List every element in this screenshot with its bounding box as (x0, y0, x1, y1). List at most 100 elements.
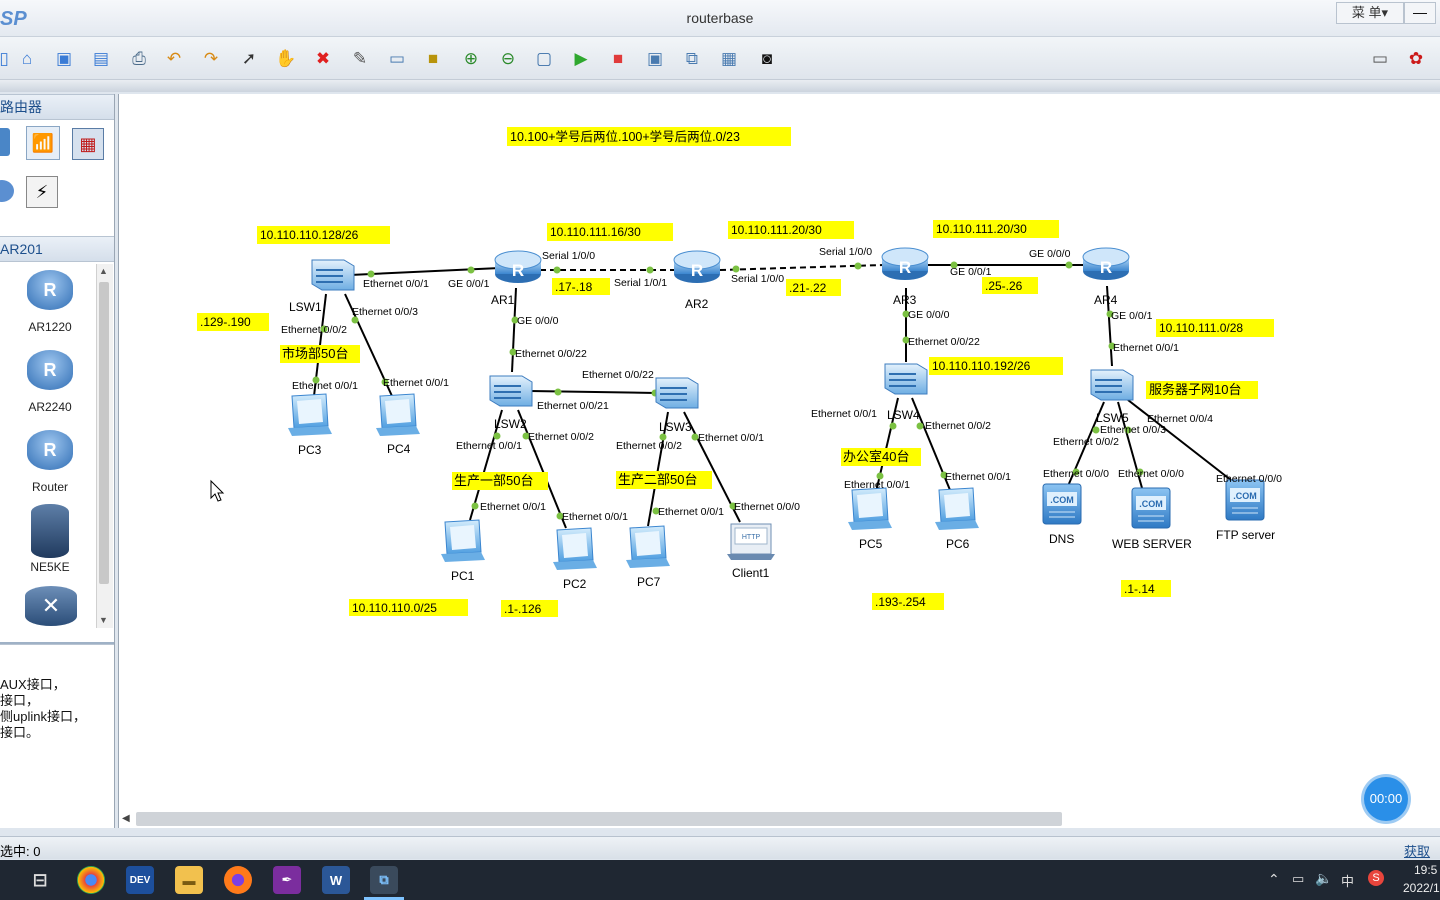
recording-timer[interactable]: 00:00 (1364, 777, 1408, 821)
link-lsw5-ftp[interactable] (1127, 399, 1237, 485)
scroll-left-icon[interactable]: ◀ (122, 813, 130, 824)
text-note-icon[interactable]: ▭ (388, 48, 406, 68)
link-ar1-lsw2[interactable] (511, 287, 517, 373)
capture-icon[interactable]: ▣ (646, 48, 664, 68)
link-lsw3-pc7[interactable] (647, 411, 669, 527)
tray-expand-icon[interactable]: ⌃ (1268, 871, 1280, 887)
sogou-icon[interactable]: S (1368, 870, 1384, 886)
main-network-note[interactable]: 10.100+学号后两位.100+学号后两位.0/23 (510, 129, 740, 144)
lsw4-dept-note[interactable]: 办公室40台 (843, 449, 909, 464)
pc7-icon[interactable] (625, 525, 671, 569)
lsw23-subnet-note[interactable]: 10.110.110.0/25 (352, 601, 437, 615)
cx-device-icon[interactable]: ✕ (25, 586, 77, 626)
file-explorer-icon[interactable]: ▬ (175, 866, 203, 894)
save-icon[interactable]: ▣ (55, 48, 73, 68)
terminal-icon[interactable]: ◙ (761, 48, 773, 68)
dns-server-icon[interactable] (1042, 483, 1082, 525)
ar3-router-icon[interactable] (881, 247, 929, 281)
scroll-up-icon[interactable]: ▲ (99, 266, 108, 276)
ar3-ar4-subnet-note[interactable]: 10.110.111.20/30 (936, 222, 1027, 236)
task-view-icon[interactable]: ⊟ (32, 869, 48, 890)
router-device-icon[interactable]: R (27, 430, 73, 470)
devcpp-icon[interactable]: DEV (126, 866, 154, 894)
clock-date[interactable]: 2022/1 (1403, 881, 1440, 895)
link-ar2-ar3-serial[interactable] (719, 264, 885, 271)
ensp-taskbar-icon[interactable]: ⧉ (370, 866, 398, 894)
lsw4-range-note[interactable]: .193-.254 (875, 595, 926, 609)
fit-icon[interactable]: ▢ (535, 48, 553, 68)
lsw1-dept-note[interactable]: 市场部50台 (282, 346, 348, 361)
new-icon[interactable]: ▯ (0, 48, 9, 68)
zoom-in-icon[interactable]: ⊕ (463, 48, 479, 68)
minimize-button[interactable]: — (1404, 2, 1436, 24)
ar1220-device-icon[interactable]: R (27, 270, 73, 310)
link-lsw1-ar1[interactable] (349, 267, 501, 276)
router-type-icon[interactable] (0, 128, 10, 156)
lsw2-switch-icon[interactable] (489, 375, 533, 407)
lsw23-range-note[interactable]: .1-.126 (504, 602, 542, 616)
clock-time[interactable]: 19:5 (1414, 863, 1438, 877)
wireless-ap-icon[interactable]: 📶 (26, 126, 60, 160)
ar1-ar2-subnet-note[interactable]: 10.110.111.16/30 (550, 225, 641, 239)
ftp-server-icon[interactable] (1225, 479, 1265, 521)
topology-canvas[interactable] (118, 94, 1440, 828)
lsw3-dept-note[interactable]: 生产二部50台 (618, 472, 697, 487)
pc6-icon[interactable] (934, 487, 980, 531)
panel-category-header[interactable]: 路由器 (0, 94, 114, 120)
select-pointer-icon[interactable]: ➚ (241, 48, 257, 68)
menu-button[interactable]: 菜 单▾ (1336, 2, 1404, 24)
volume-icon[interactable]: 🔈 (1315, 870, 1333, 886)
start-device-icon[interactable]: ▶ (574, 48, 588, 68)
delete-link-icon[interactable]: ✎ (352, 48, 368, 68)
lsw5-dept-note[interactable]: 服务器子网10台 (1149, 382, 1241, 397)
ar1-ar2-range-note[interactable]: .17-.18 (555, 280, 593, 294)
zoom-out-icon[interactable]: ⊖ (500, 48, 516, 68)
auto-link-icon[interactable]: ⚡ (26, 176, 58, 208)
undo-icon[interactable]: ↶ (166, 48, 182, 68)
link-lsw2-pc1[interactable] (469, 409, 503, 521)
scroll-down-icon[interactable]: ▼ (99, 615, 108, 625)
web-server-icon[interactable] (1131, 487, 1171, 529)
firewall-icon[interactable]: ▦ (72, 128, 104, 160)
ar2-router-icon[interactable] (673, 250, 721, 284)
lsw2-dept-note[interactable]: 生产一部50台 (454, 473, 533, 488)
panel-scroll-thumb[interactable] (99, 282, 109, 584)
pen-app-icon[interactable]: ✒ (273, 866, 301, 894)
grid-icon[interactable]: ▦ (720, 48, 738, 68)
ne5ke-device-icon[interactable] (31, 504, 69, 558)
word-icon[interactable]: W (322, 866, 350, 894)
huawei-logo-icon[interactable]: ✿ (1408, 48, 1424, 68)
print-icon[interactable]: ⎙ (132, 48, 146, 68)
delete-icon[interactable]: ✖ (315, 48, 331, 68)
stop-device-icon[interactable]: ■ (612, 48, 624, 68)
pc1-icon[interactable] (440, 519, 486, 563)
pc4-icon[interactable] (375, 393, 421, 437)
firefox-icon[interactable] (224, 866, 252, 894)
hand-pan-icon[interactable]: ✋ (275, 48, 297, 68)
ar3-ar4-range-note[interactable]: .25-.26 (985, 279, 1023, 293)
chat-icon[interactable]: ▭ (1371, 48, 1389, 68)
ar2-ar3-subnet-note[interactable]: 10.110.111.20/30 (731, 223, 822, 237)
open-icon[interactable]: ⌂ (21, 48, 33, 68)
pc5-icon[interactable] (847, 487, 893, 531)
ar1-router-icon[interactable] (494, 250, 542, 284)
lsw1-subnet-note[interactable]: 10.110.110.128/26 (260, 228, 359, 242)
link-lsw2-pc2[interactable] (517, 409, 567, 529)
link-ar4-lsw5[interactable] (1106, 285, 1113, 367)
client1-icon[interactable] (726, 523, 776, 561)
ime-indicator[interactable]: 中 (1341, 874, 1355, 889)
rectangle-icon[interactable]: ■ (427, 48, 439, 68)
link-lsw2-lsw3[interactable] (529, 390, 657, 394)
lsw5-subnet-note[interactable]: 10.110.111.0/28 (1159, 321, 1243, 335)
save-as-icon[interactable]: ▤ (92, 48, 110, 68)
lsw1-range-note[interactable]: .129-.190 (200, 315, 251, 329)
lsw1-switch-icon[interactable] (311, 259, 355, 291)
topology-icon[interactable]: ⧉ (685, 48, 699, 68)
redo-icon[interactable]: ↷ (203, 48, 219, 68)
cloud-icon[interactable] (0, 180, 14, 202)
lsw5-range-note[interactable]: .1-.14 (1124, 582, 1155, 596)
ar2-ar3-range-note[interactable]: .21-.22 (789, 281, 827, 295)
canvas-horizontal-scroll-thumb[interactable] (136, 812, 1062, 826)
pc2-icon[interactable] (552, 527, 598, 571)
